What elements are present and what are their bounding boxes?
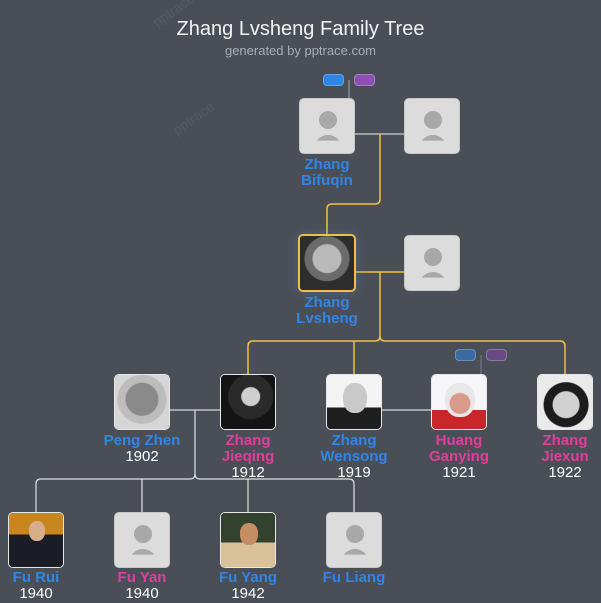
birth-year: 1940 xyxy=(19,585,53,602)
person-card-lvsheng-spouse[interactable] xyxy=(404,235,460,291)
person-card-fu-liang[interactable] xyxy=(326,512,382,568)
person-card-zhang-bifuqin[interactable] xyxy=(299,98,355,154)
page-subtitle: generated by pptrace.com xyxy=(224,43,377,58)
toggle-female-pill[interactable] xyxy=(486,349,507,361)
birth-year: 1940 xyxy=(125,585,159,602)
toggle-female-pill[interactable] xyxy=(354,74,375,86)
page-title: Zhang Lvsheng Family Tree xyxy=(176,18,425,40)
person-name[interactable]: Fu Liang xyxy=(322,569,386,586)
toggle-male-pill[interactable] xyxy=(455,349,476,361)
person-card-bifuqin-spouse[interactable] xyxy=(404,98,460,154)
birth-year: 1921 xyxy=(442,464,476,481)
avatar-placeholder-icon xyxy=(319,111,337,129)
portrait-photo xyxy=(538,375,592,429)
person-name[interactable]: Fu Rui xyxy=(12,569,60,586)
avatar-placeholder-icon xyxy=(346,525,364,543)
person-card-huang-ganying[interactable] xyxy=(431,374,487,430)
person-card-fu-yan[interactable] xyxy=(114,512,170,568)
person-name[interactable]: Fu Yang xyxy=(218,569,278,586)
portrait-photo xyxy=(300,236,354,290)
person-card-zhang-wensong[interactable] xyxy=(326,374,382,430)
person-name[interactable]: Fu Yan xyxy=(117,569,167,586)
birth-year: 1919 xyxy=(337,464,371,481)
portrait-photo xyxy=(221,375,275,429)
person-card-zhang-jieqing[interactable] xyxy=(220,374,276,430)
person-card-fu-rui[interactable] xyxy=(8,512,64,568)
birth-year: 1942 xyxy=(231,585,265,602)
person-card-zhang-lvsheng[interactable] xyxy=(298,234,356,292)
person-name[interactable]: Peng Zhen xyxy=(103,432,181,449)
toggle-male-pill[interactable] xyxy=(323,74,344,86)
birth-year: 1902 xyxy=(125,448,159,465)
birth-year: 1912 xyxy=(231,464,265,481)
person-card-fu-yang[interactable] xyxy=(220,512,276,568)
avatar-placeholder-icon xyxy=(424,248,442,266)
avatar-placeholder-icon xyxy=(424,111,442,129)
avatar-placeholder-icon xyxy=(134,525,152,543)
birth-year: 1922 xyxy=(548,464,582,481)
person-card-peng-zhen[interactable] xyxy=(114,374,170,430)
person-card-zhang-jiexun[interactable] xyxy=(537,374,593,430)
portrait-photo xyxy=(115,375,169,429)
